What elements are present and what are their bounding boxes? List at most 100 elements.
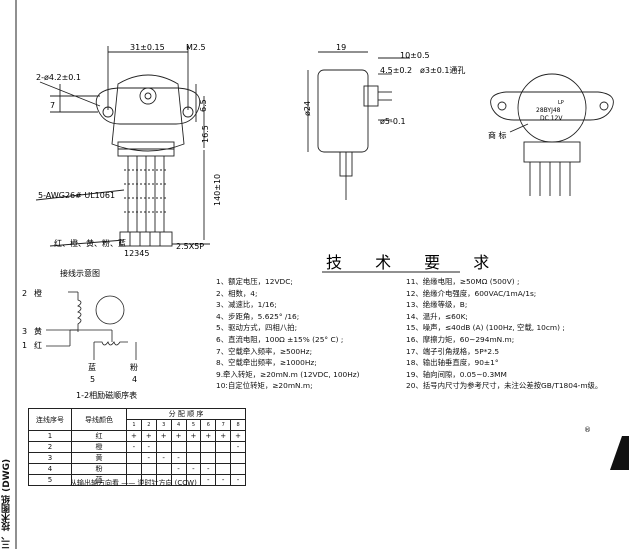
- specs-right: 11、绝缘电阻，≥50MΩ (500V) ; 12、绝缘介电强度，600VAC/…: [406, 276, 602, 392]
- spec-20: 20、括号内尺寸为参考尺寸，未注公差按GB/T1804-m级。: [406, 381, 603, 391]
- cell: [170, 441, 187, 453]
- table-row: 2 橙 - - -: [28, 441, 246, 453]
- spec-2: 2、相数，4;: [216, 288, 258, 298]
- cell: -: [140, 452, 157, 464]
- dim-7: 7: [50, 101, 55, 110]
- spec-4: 4、步距角，5.625° /16;: [216, 311, 300, 321]
- cell: [185, 452, 202, 464]
- cell: [215, 463, 232, 475]
- dim-pitch: 2.5X5P: [176, 242, 204, 251]
- label-voltage: DC 12V: [540, 115, 563, 122]
- registered-mark: ®: [584, 426, 591, 434]
- cell: [140, 463, 157, 475]
- table-row: 4 粉 - - -: [28, 463, 246, 475]
- spec-10: 10:自定位转矩，≥20mN.m;: [216, 381, 313, 391]
- wiring-diagram: [46, 291, 137, 360]
- dim-hole: 2-ø4.2±0.1: [36, 73, 81, 82]
- cell: -: [126, 441, 142, 453]
- spec-15: 15、噪声，≤40dB (A) (100Hz, 空载, 10cm) ;: [406, 323, 565, 333]
- wire-1-num: 1: [22, 341, 27, 350]
- row-color: 粉: [71, 463, 127, 475]
- spec-18: 18、输出轴垂直度，90±1°: [406, 358, 499, 368]
- spec-title: 技 术 要 求: [326, 253, 503, 272]
- cell: +: [230, 430, 246, 442]
- col-sequence: 分 配 顺 序: [126, 408, 246, 420]
- cell: [155, 441, 172, 453]
- spec-8: 8、空载牵出频率，≥1000Hz;: [216, 358, 317, 368]
- dim-4-5: 4.5±0.2: [380, 66, 412, 75]
- step-header: 7: [215, 419, 232, 431]
- side-view: [307, 51, 410, 200]
- spec-11: 11、绝缘电阻，≥50MΩ (500V) ;: [406, 277, 520, 286]
- row-num: 5: [28, 474, 72, 486]
- spec-19: 19、轴向间隙，0.05~0.3MM: [406, 369, 507, 379]
- dim-wire-spec: 5-AWG26# UL1061: [38, 191, 115, 200]
- spec-7: 7、空载牵入频率，≥500Hz;: [216, 346, 313, 356]
- step-header: 2: [140, 419, 157, 431]
- wire-3-num: 3: [22, 327, 27, 336]
- wire-4-num: 4: [132, 375, 137, 384]
- brand-callout: 商 标: [488, 130, 507, 140]
- spec-6: 6、直流电阻，100Ω ±15% (25° C) ;: [216, 334, 344, 344]
- cell: [126, 463, 142, 475]
- cell: +: [140, 430, 157, 442]
- dim-140: 140±10: [213, 174, 222, 206]
- table-row: 5 蓝 - - -: [28, 474, 246, 486]
- spec-12: 12、绝缘介电强度，600VAC/1mA/1s;: [406, 288, 537, 298]
- label-view: [490, 73, 614, 196]
- cell: [215, 441, 232, 453]
- cell: -: [230, 441, 246, 453]
- cell: +: [200, 430, 217, 442]
- dim-m25: M2.5: [186, 43, 206, 52]
- cell: -: [230, 474, 246, 486]
- cell: +: [215, 430, 232, 442]
- cell: [230, 452, 246, 464]
- spec-16: 16、摩擦力矩，60~294mN.m;: [406, 334, 515, 344]
- cell: -: [170, 463, 187, 475]
- cell: +: [126, 430, 142, 442]
- cell: -: [200, 474, 217, 486]
- spec-1: 1、额定电压，12VDC;: [216, 277, 293, 286]
- col-wire-color: 导线颜色: [71, 408, 127, 431]
- step-header: 4: [170, 419, 187, 431]
- row-color: 黄: [71, 452, 127, 464]
- corner-logo: [610, 436, 629, 470]
- wire-3-color: 黄: [34, 326, 42, 336]
- sequence-table: 连线序号 导线颜色 分 配 顺 序 1 2 3 4 5 6 7 8 1 红 + …: [28, 408, 246, 486]
- spec-9: 9.牵入转矩，≥20mN.m (12VDC, 100Hz): [216, 369, 360, 379]
- wire-2-num: 2: [22, 289, 27, 298]
- cell: [185, 441, 202, 453]
- cell: [200, 441, 217, 453]
- step-header: 8: [230, 419, 246, 431]
- dim-5: ø5-0.1: [380, 117, 406, 126]
- dim-10: 10±0.5: [400, 51, 430, 60]
- row-color: 红: [71, 430, 127, 442]
- wiring-caption: 1-2相励磁顺序表: [76, 390, 137, 400]
- table-row: 1 红 + + + + + + + +: [28, 430, 246, 442]
- dim-6-5: 6.5: [199, 99, 208, 112]
- row-color: 橙: [71, 441, 127, 453]
- dim-16-5: 16.5: [201, 125, 210, 143]
- dim-31: 31±0.15: [130, 43, 165, 52]
- step-header: 1: [126, 419, 142, 431]
- col-wire-num: 连线序号: [28, 408, 72, 431]
- wiring-title: 接线示意图: [60, 268, 100, 278]
- cell: -: [140, 441, 157, 453]
- front-view: [35, 46, 210, 247]
- spec-13: 13、绝缘等级，B;: [406, 300, 468, 310]
- cell: +: [185, 430, 202, 442]
- wire-colors: 红、橙、黄、粉、蓝: [54, 238, 126, 248]
- cell: -: [170, 452, 187, 464]
- dim-19: 19: [336, 43, 346, 52]
- wire-2-color: 橙: [34, 288, 42, 298]
- cell: [126, 452, 142, 464]
- label-brand: LP: [558, 100, 564, 106]
- wire-4-color: 粉: [130, 362, 138, 372]
- row-num: 3: [28, 452, 72, 464]
- table-row: 3 黄 - - -: [28, 452, 246, 464]
- pin-numbers: 12345: [124, 249, 149, 258]
- wire-5-num: 5: [90, 375, 95, 384]
- cell: [215, 452, 232, 464]
- cell: -: [215, 474, 232, 486]
- wire-1-color: 红: [34, 340, 42, 350]
